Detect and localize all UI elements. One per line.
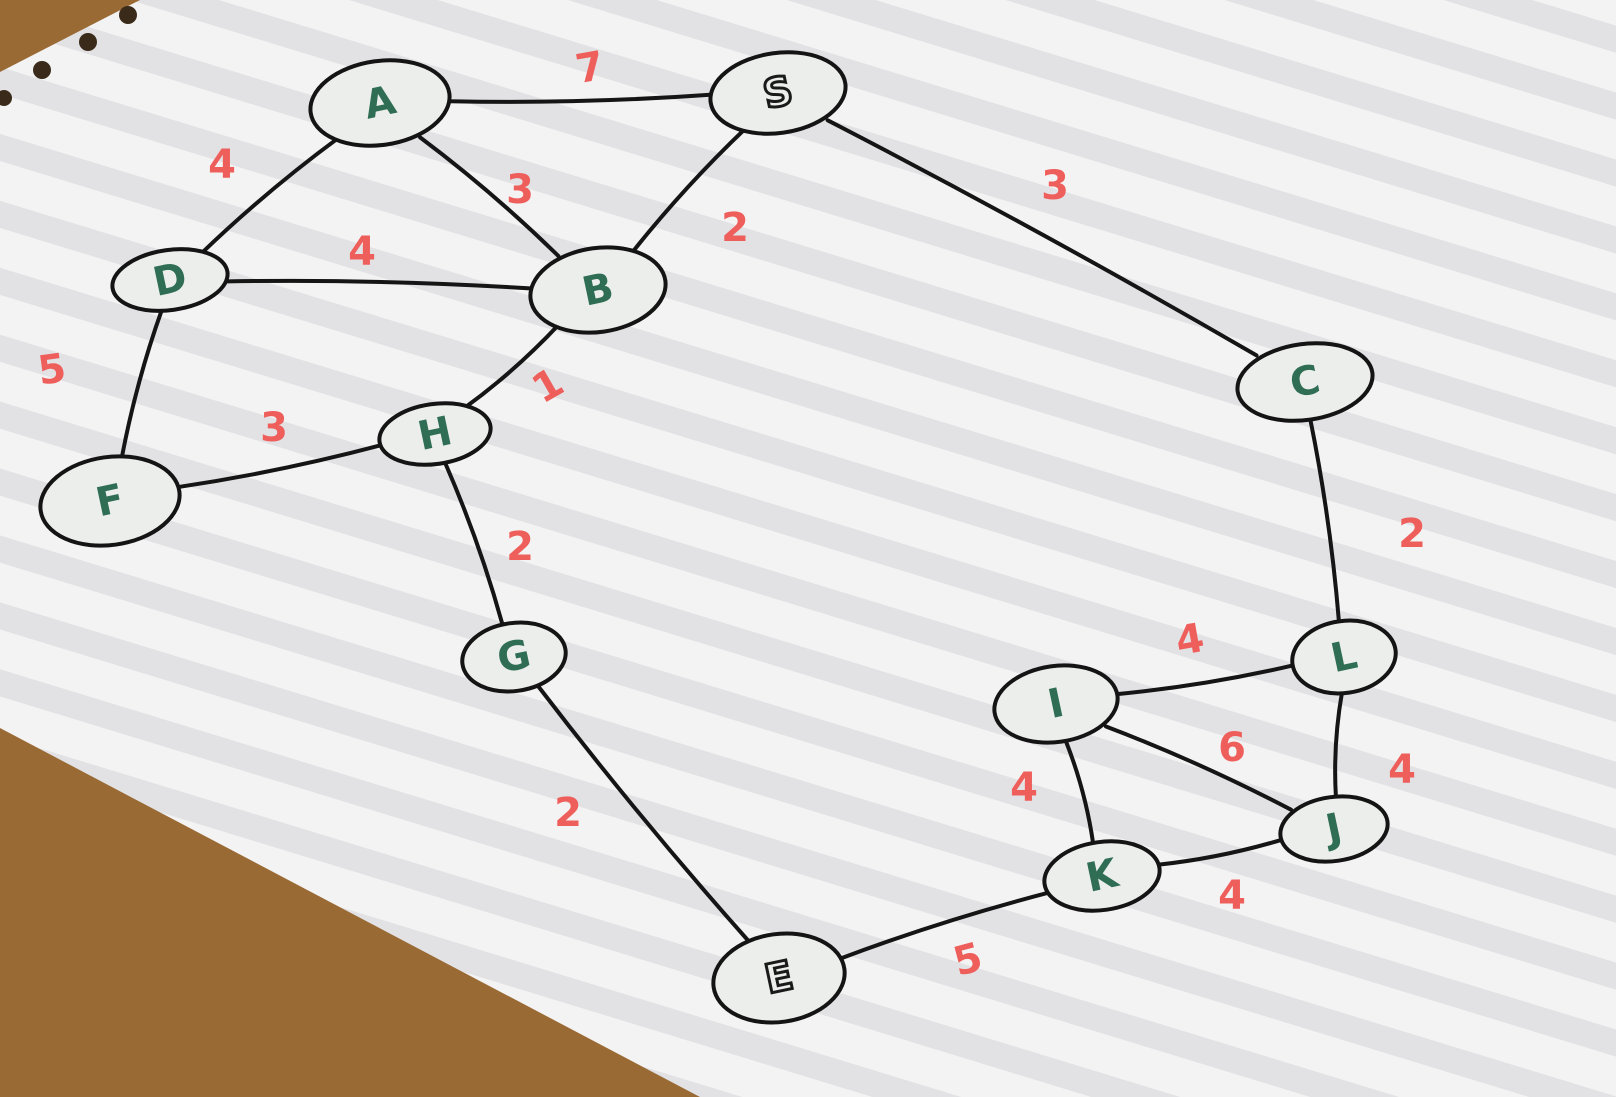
edge-weight-d-f: 5 (35, 345, 69, 394)
edge-f-h (174, 442, 385, 490)
edge-i-l (1113, 663, 1296, 697)
edge-a-b (418, 135, 561, 258)
edge-weight-d-b: 4 (348, 229, 376, 275)
node-b-circle (528, 245, 668, 335)
edge-weight-i-j: 6 (1218, 725, 1246, 771)
node-j-circle (1278, 794, 1390, 864)
node-s: S (708, 50, 848, 136)
binder-hole (79, 33, 97, 51)
edge-h-g (443, 461, 505, 626)
edge-d-f (119, 307, 164, 460)
edge-c-l (1308, 417, 1341, 624)
edge-l-j (1333, 691, 1344, 799)
binder-hole (33, 61, 51, 79)
node-d-circle (110, 247, 230, 313)
node-j: J (1278, 794, 1390, 864)
edge-weight-h-g: 2 (506, 524, 534, 570)
node-k-circle (1042, 839, 1162, 913)
edge-e-k (836, 890, 1053, 962)
edges-layer (119, 92, 1344, 962)
node-g: G (460, 620, 568, 694)
node-i-circle (992, 663, 1120, 745)
edge-weight-f-h: 3 (260, 405, 288, 451)
edge-a-d (198, 135, 342, 257)
binder-hole (119, 6, 137, 24)
edge-d-b (225, 278, 532, 291)
edge-weight-a-d: 4 (208, 142, 236, 188)
node-a-circle (308, 58, 452, 148)
edge-weight-c-l: 2 (1398, 511, 1426, 557)
node-f-circle (38, 454, 182, 548)
edge-s-c (825, 118, 1259, 358)
node-d: D (110, 247, 230, 313)
node-h-circle (377, 401, 493, 467)
edge-weight-l-j: 4 (1388, 747, 1416, 793)
node-c-circle (1235, 341, 1375, 423)
edge-weight-k-j: 4 (1218, 873, 1246, 919)
binder-hole (0, 90, 12, 106)
edge-b-h (462, 322, 561, 411)
edge-weight-s-c: 3 (1041, 163, 1069, 209)
node-e-circle (711, 931, 847, 1025)
node-f: F (38, 454, 182, 548)
node-c: C (1235, 341, 1375, 423)
node-b: B (528, 245, 668, 335)
node-k: K (1042, 839, 1162, 913)
edge-g-e (536, 684, 750, 942)
nodes-layer: A S B D H F C G L I J K E (38, 50, 1398, 1025)
edge-a-s (447, 92, 713, 104)
edge-s-b (629, 126, 748, 256)
edge-weight-g-e: 2 (554, 790, 582, 836)
edge-weight-a-b: 3 (506, 167, 534, 213)
node-a: A (308, 58, 452, 148)
node-l: L (1290, 618, 1398, 696)
edge-i-j (1104, 724, 1293, 812)
node-g-circle (460, 620, 568, 694)
edge-weight-i-k: 4 (1010, 765, 1038, 811)
node-e: E (711, 931, 847, 1025)
node-i: I (992, 663, 1120, 745)
node-s-circle (708, 50, 848, 136)
node-h: H (377, 401, 493, 467)
node-l-circle (1290, 618, 1398, 696)
edge-i-k (1064, 739, 1095, 845)
edge-k-j (1154, 837, 1285, 867)
edge-weight-s-b: 2 (721, 205, 749, 251)
